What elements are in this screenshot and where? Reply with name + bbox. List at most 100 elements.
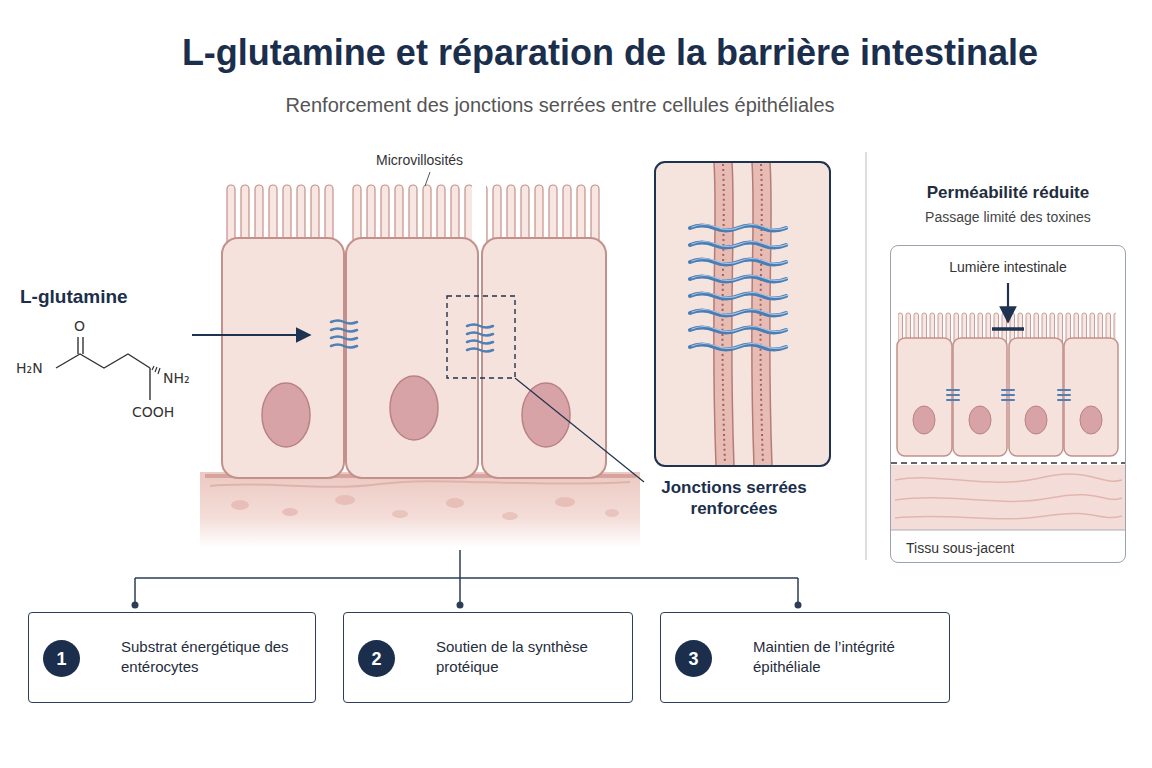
panel-text: Perméabilité réduite <box>891 182 1125 203</box>
zoom-frame <box>447 296 515 378</box>
panel-text: Lumière intestinale <box>891 259 1125 277</box>
tight-junctions <box>331 321 493 352</box>
epithelial-cells-part <box>262 383 310 447</box>
tight-junctions-part <box>467 341 493 344</box>
info-box: Substrat énergétique des entérocytes 1 <box>28 612 316 703</box>
permeability-illustration-part <box>1025 406 1047 434</box>
tissue-layer-part <box>200 472 640 548</box>
epithelial-cells-part <box>346 238 478 478</box>
callout-digit: 3 <box>688 650 698 668</box>
zoom-inset-part-part <box>692 327 788 332</box>
callout-label: Jonctions serrées renforcées <box>646 477 822 520</box>
subtitle: Renforcement des jonctions serrées entre… <box>200 93 920 118</box>
zoom-inset <box>655 162 830 466</box>
atom-label: H₂N <box>16 360 43 378</box>
inset-frame <box>655 162 830 466</box>
title: L-glutamine et réparation de la barrière… <box>40 30 1152 75</box>
tissue-layer-part <box>446 498 464 508</box>
permeability-illustration-part <box>891 529 1125 530</box>
permeability-illustration-part <box>1080 406 1102 434</box>
tissue-layer-part <box>605 509 619 517</box>
permeability-illustration-part <box>897 338 952 456</box>
zoom-inset-part <box>690 225 788 350</box>
tight-junctions-part <box>467 349 493 352</box>
molecule-bonds-part <box>77 337 78 354</box>
permeability-illustration-part <box>891 462 1125 463</box>
epithelial-cells-part <box>222 238 344 478</box>
zoom-inset-part-part <box>692 344 788 349</box>
epithelial-cells-part <box>482 238 606 478</box>
leader-line <box>425 172 430 186</box>
molecule-bonds-part <box>152 366 160 374</box>
zoom-inset-part-part <box>692 310 788 315</box>
tight-junctions-part <box>331 329 357 332</box>
callout-digit: 2 <box>371 650 381 668</box>
molecule-bonds-part <box>82 337 83 354</box>
permeability-illustration-part <box>947 390 1070 400</box>
permeability-illustration-part <box>913 406 935 434</box>
permeability-illustration-part-part <box>1058 390 1070 400</box>
tight-junctions-part <box>331 337 357 340</box>
permeability-illustration-part <box>953 338 1007 456</box>
tissue-layer-part <box>392 510 408 518</box>
info-box: Maintien de l’intégrité épithéliale 3 <box>660 612 950 703</box>
permeability-illustration-part <box>1064 338 1118 456</box>
panel-text: Tissu sous-jacent <box>906 540 1014 558</box>
callout-number: 2 <box>358 640 395 677</box>
tight-junctions-part <box>467 333 493 336</box>
permeability-illustration-part <box>1009 338 1063 456</box>
atom-label: NH₂ <box>163 370 190 388</box>
permeability-illustration-part <box>895 495 1122 502</box>
callout-digit: 1 <box>56 650 66 668</box>
permeability-illustration-part <box>895 513 1122 518</box>
box-text: Maintien de l’intégrité épithéliale <box>753 637 937 678</box>
box-text: Substrat énergétique des entérocytes <box>121 637 303 678</box>
panel-box: Perméabilité réduitePassage limité des t… <box>890 245 1126 563</box>
bracket-part <box>795 602 802 609</box>
input-arrow <box>192 334 310 336</box>
permeability-illustration-part <box>969 406 991 434</box>
panel-text: Passage limité des toxines <box>891 209 1125 227</box>
zoom-inset-part-part <box>692 242 788 247</box>
callout-number: 1 <box>43 640 80 677</box>
zoom-inset-part-part <box>692 276 788 281</box>
tissue-layer-part <box>555 497 575 507</box>
bracket-part <box>457 602 464 609</box>
box-text: Soutien de la synthèse protéique <box>436 637 620 678</box>
bracket <box>132 550 802 609</box>
bracket-part <box>132 602 139 609</box>
permeability-illustration <box>891 283 1125 530</box>
epithelial-cells-part <box>390 376 438 440</box>
tissue-layer-part <box>502 512 518 520</box>
permeability-illustration-part <box>992 327 1024 331</box>
molecule-name: L-glutamine <box>20 285 128 309</box>
permeability-illustration-part <box>1007 283 1009 322</box>
info-box: Soutien de la synthèse protéique 2 <box>343 612 633 703</box>
tight-junctions-part <box>467 325 493 328</box>
leader-line <box>515 378 644 482</box>
molecule-bonds-part <box>56 354 150 368</box>
zoom-inset-part-part <box>692 293 788 298</box>
atom-label: O <box>74 318 85 336</box>
bracket-part <box>135 550 798 604</box>
tissue-layer-part <box>210 481 630 487</box>
part-label: Microvillosités <box>376 152 463 170</box>
permeability-illustration-part <box>891 465 1125 530</box>
epithelial-cells <box>222 238 606 478</box>
zoom-inset-part-part <box>692 225 788 230</box>
zoom-inset-part <box>655 162 830 466</box>
molecule-bonds <box>56 337 160 400</box>
atom-label: COOH <box>132 404 174 422</box>
separator-line <box>865 152 866 560</box>
tight-junctions-part <box>331 321 357 324</box>
zoom-inset-part-part <box>692 259 788 264</box>
callout-number: 3 <box>675 640 712 677</box>
epithelial-cells-part <box>522 383 570 447</box>
permeability-illustration-part-part <box>1002 390 1014 400</box>
tight-junctions-part <box>331 345 357 348</box>
tissue-layer <box>200 472 640 548</box>
molecule-bonds-part <box>149 368 150 400</box>
permeability-illustration-part <box>895 474 1122 482</box>
tissue-layer-part <box>282 508 298 516</box>
